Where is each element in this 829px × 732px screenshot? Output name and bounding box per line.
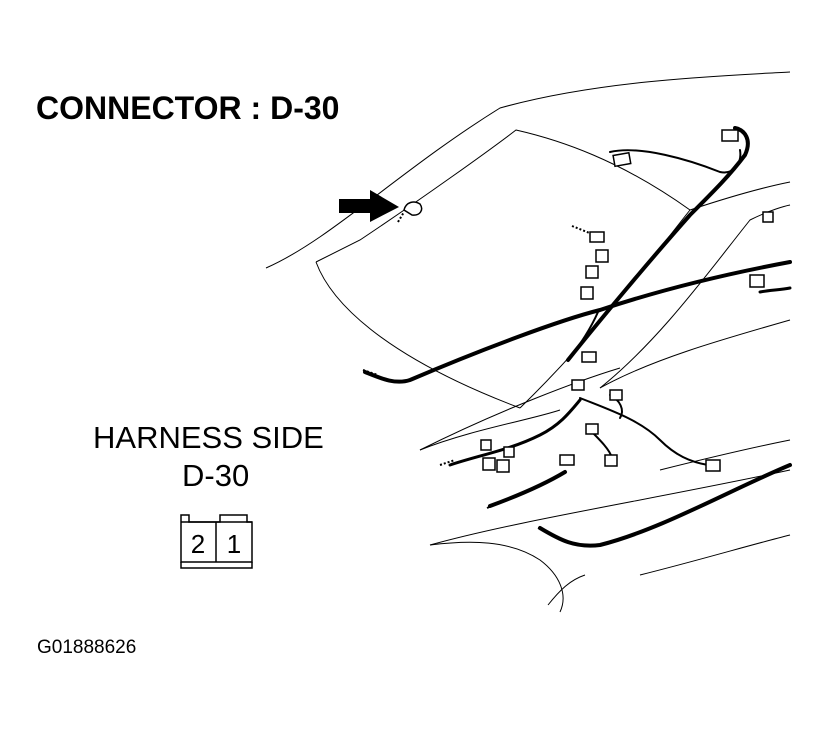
harness-connector-code: D-30 [182,458,250,493]
wire-ends [362,211,593,533]
figure-id: G01888626 [37,637,137,658]
pin-label-2: 2 [191,529,205,559]
connector-title: CONNECTOR : D-30 [36,90,340,126]
arrow-pointer-icon [339,190,399,222]
harness-connectors [480,129,774,473]
pin-label-1: 1 [227,529,241,559]
car-body-outline [265,71,791,613]
connector-face-icon: 2 1 [180,514,253,569]
harness-side-label: HARNESS SIDE [93,420,324,455]
d30-connector-drawing [403,201,423,216]
